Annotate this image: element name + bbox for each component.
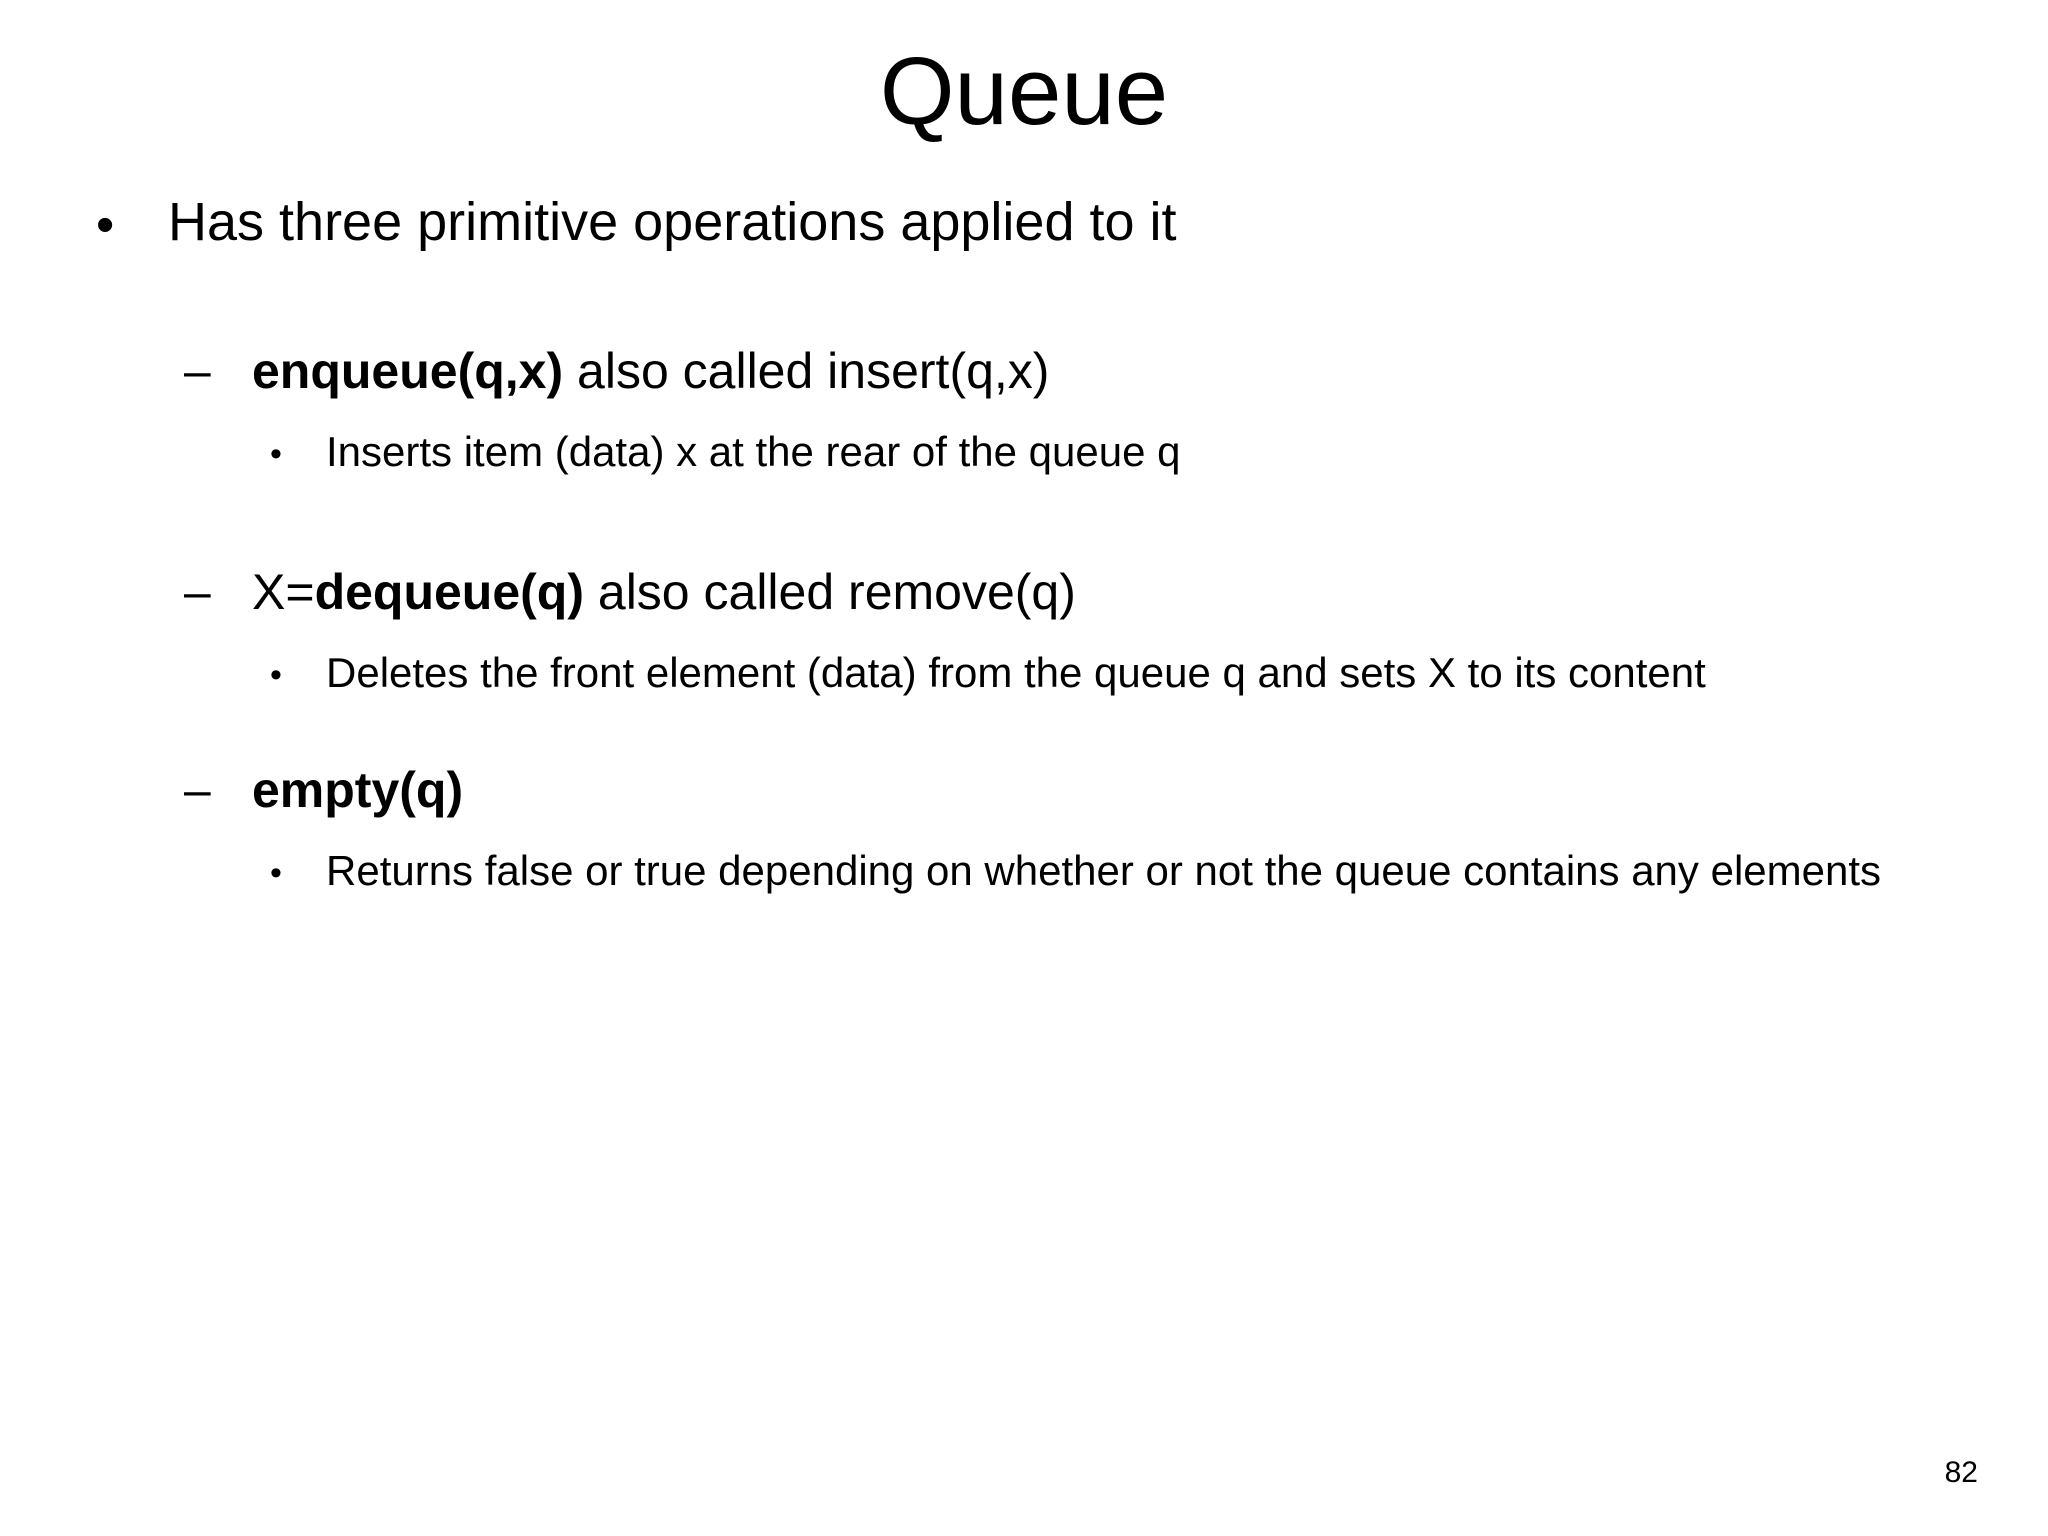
page-title: Queue [879, 38, 1169, 145]
bullet-dash-icon: – [184, 345, 211, 399]
bullet-dot-icon: • [270, 853, 282, 892]
operation-enqueue-description-label: Inserts item (data) x at the rear of the… [326, 428, 1181, 476]
bullet-intro: • Has three primitive operations applied… [96, 190, 1976, 257]
operation-dequeue-signature-label: X=dequeue(q) also called remove(q) [252, 562, 1976, 623]
spacer [96, 257, 1976, 341]
operation-enqueue-suffix: also called insert(q,x) [563, 343, 1050, 400]
bullet-dash-icon: – [184, 565, 211, 619]
operation-enqueue-signature-label: enqueue(q,x) also called insert(q,x) [252, 341, 1976, 402]
spacer [96, 698, 1976, 760]
operation-dequeue-description: • Deletes the front element (data) from … [270, 647, 1976, 698]
operation-empty-name: empty(q) [252, 761, 464, 818]
page-number: 82 [1944, 1456, 1978, 1489]
spacer [96, 623, 1976, 647]
operation-dequeue-prefix: X= [252, 563, 315, 620]
operation-dequeue-signature: – X=dequeue(q) also called remove(q) [184, 562, 1976, 623]
spacer [96, 478, 1976, 562]
operation-dequeue-name: dequeue(q) [314, 563, 584, 620]
bullet-dot-icon: • [270, 655, 282, 694]
operation-empty-signature-label: empty(q) [252, 760, 1976, 821]
spacer [96, 821, 1976, 845]
operation-enqueue-description: • Inserts item (data) x at the rear of t… [270, 426, 1976, 477]
bullet-dot-icon: • [270, 435, 282, 474]
operation-dequeue-suffix: also called remove(q) [584, 563, 1076, 620]
operation-enqueue-name: enqueue(q,x) [252, 343, 564, 400]
bullet-intro-label: Has three primitive operations applied t… [168, 192, 1177, 252]
operation-empty-description: • Returns false or true depending on whe… [270, 845, 1976, 896]
slide-body: • Has three primitive operations applied… [96, 190, 1976, 896]
operation-dequeue-description-label: Deletes the front element (data) from th… [326, 648, 1706, 696]
operation-empty-signature: – empty(q) [184, 760, 1976, 821]
operation-enqueue-signature: – enqueue(q,x) also called insert(q,x) [184, 341, 1976, 402]
bullet-dot-icon: • [96, 196, 115, 254]
operation-empty-description-label: Returns false or true depending on wheth… [326, 846, 1882, 894]
bullet-dash-icon: – [184, 763, 211, 817]
spacer [96, 402, 1976, 426]
